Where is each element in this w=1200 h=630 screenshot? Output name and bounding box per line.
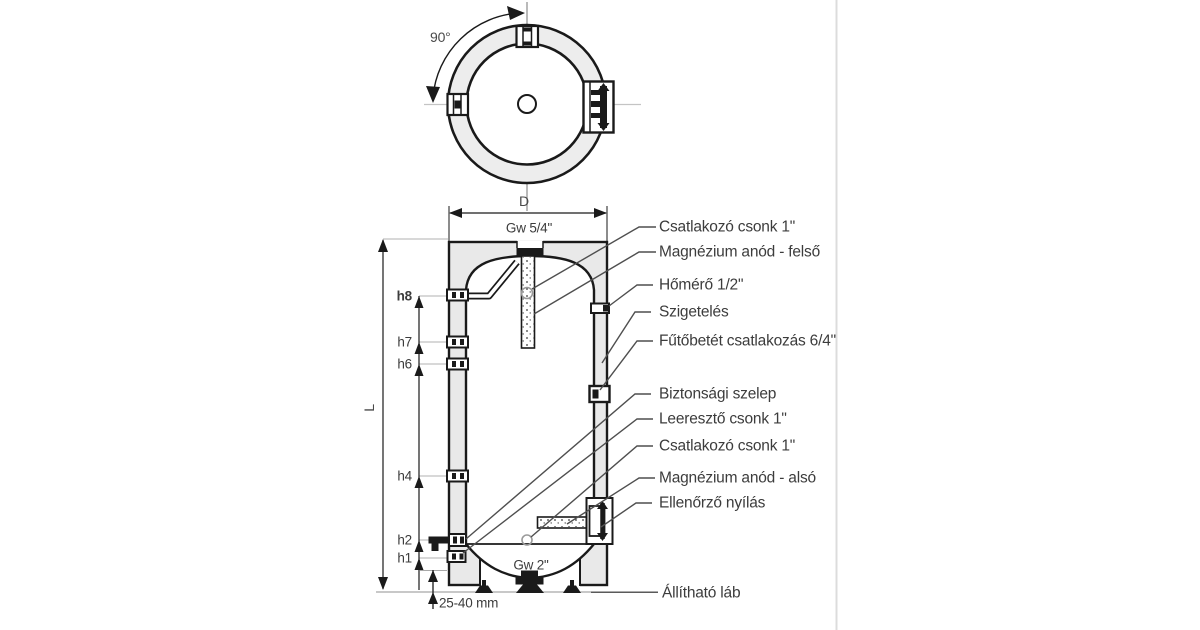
callout-leaders <box>462 226 658 593</box>
side-nozzle-h8 <box>446 288 469 302</box>
foot-adjust-range-label: 25-40 mm <box>439 595 499 611</box>
side-nozzle-h7 <box>446 335 469 349</box>
inspection-flange <box>585 497 614 545</box>
drain-nozzle <box>446 550 467 563</box>
height-mark-h4: h4 <box>397 468 412 484</box>
callout-drain-nozzle: Leeresztő csonk 1" <box>659 410 787 428</box>
top-view-nozzle-12 <box>515 24 540 49</box>
callout-heating-element-connection: Fűtőbetét csatlakozás 6/4" <box>659 332 836 350</box>
center-connection <box>517 94 537 114</box>
top-thread-label: Gw 5/4" <box>505 220 553 236</box>
callout-inspection-opening: Ellenőrző nyílás <box>659 494 766 512</box>
bottom-thread-label: Gw 2" <box>513 557 549 573</box>
callout-magnesium-anode-upper: Magnézium anód - felső <box>659 243 821 261</box>
callout-connection-nozzle-lower: Csatlakozó csonk 1" <box>659 437 796 455</box>
top-view-nozzle-9 <box>446 92 470 117</box>
front-view <box>428 240 614 593</box>
callout-connection-nozzle-upper: Csatlakozó csonk 1" <box>659 218 796 236</box>
thermometer-nozzle <box>590 302 610 314</box>
adjustable-feet <box>475 578 581 593</box>
height-mark-h7: h7 <box>397 334 412 350</box>
heating-element-flange <box>588 384 611 404</box>
callout-magnesium-anode-lower: Magnézium anód - alsó <box>659 469 816 487</box>
lower-connection-marker <box>521 534 533 546</box>
callout-thermometer: Hőmérő 1/2" <box>659 276 744 294</box>
callout-insulation: Szigetelés <box>659 303 729 321</box>
tank-body <box>464 254 596 580</box>
height-mark-h8: h8 <box>396 288 413 304</box>
diameter-dimension-label: D <box>519 193 529 209</box>
height-mark-h2: h2 <box>397 532 412 548</box>
top-view-flange <box>582 80 615 134</box>
height-mark-h6: h6 <box>397 356 412 372</box>
sensor-tube <box>466 259 520 300</box>
angle-arc <box>432 12 521 98</box>
side-nozzle-h6 <box>446 357 469 371</box>
arc-arrow-left <box>426 86 440 103</box>
side-nozzle-h4 <box>446 469 469 483</box>
top-thread-nozzle <box>516 248 544 256</box>
magnesium-anode-lower <box>536 516 592 529</box>
angle-dimension-label: 90° <box>430 29 451 45</box>
upper-connection-marker <box>520 286 534 300</box>
callout-safety-valve: Biztonsági szelep <box>659 385 777 403</box>
callout-adjustable-foot: Állítható láb <box>662 584 741 602</box>
height-dimension-label: L <box>361 404 377 412</box>
top-view <box>424 2 641 211</box>
safety-valve <box>428 533 467 551</box>
arc-arrow-top <box>507 6 525 20</box>
height-mark-h1: h1 <box>397 550 412 566</box>
magnesium-anode-upper <box>520 255 536 349</box>
